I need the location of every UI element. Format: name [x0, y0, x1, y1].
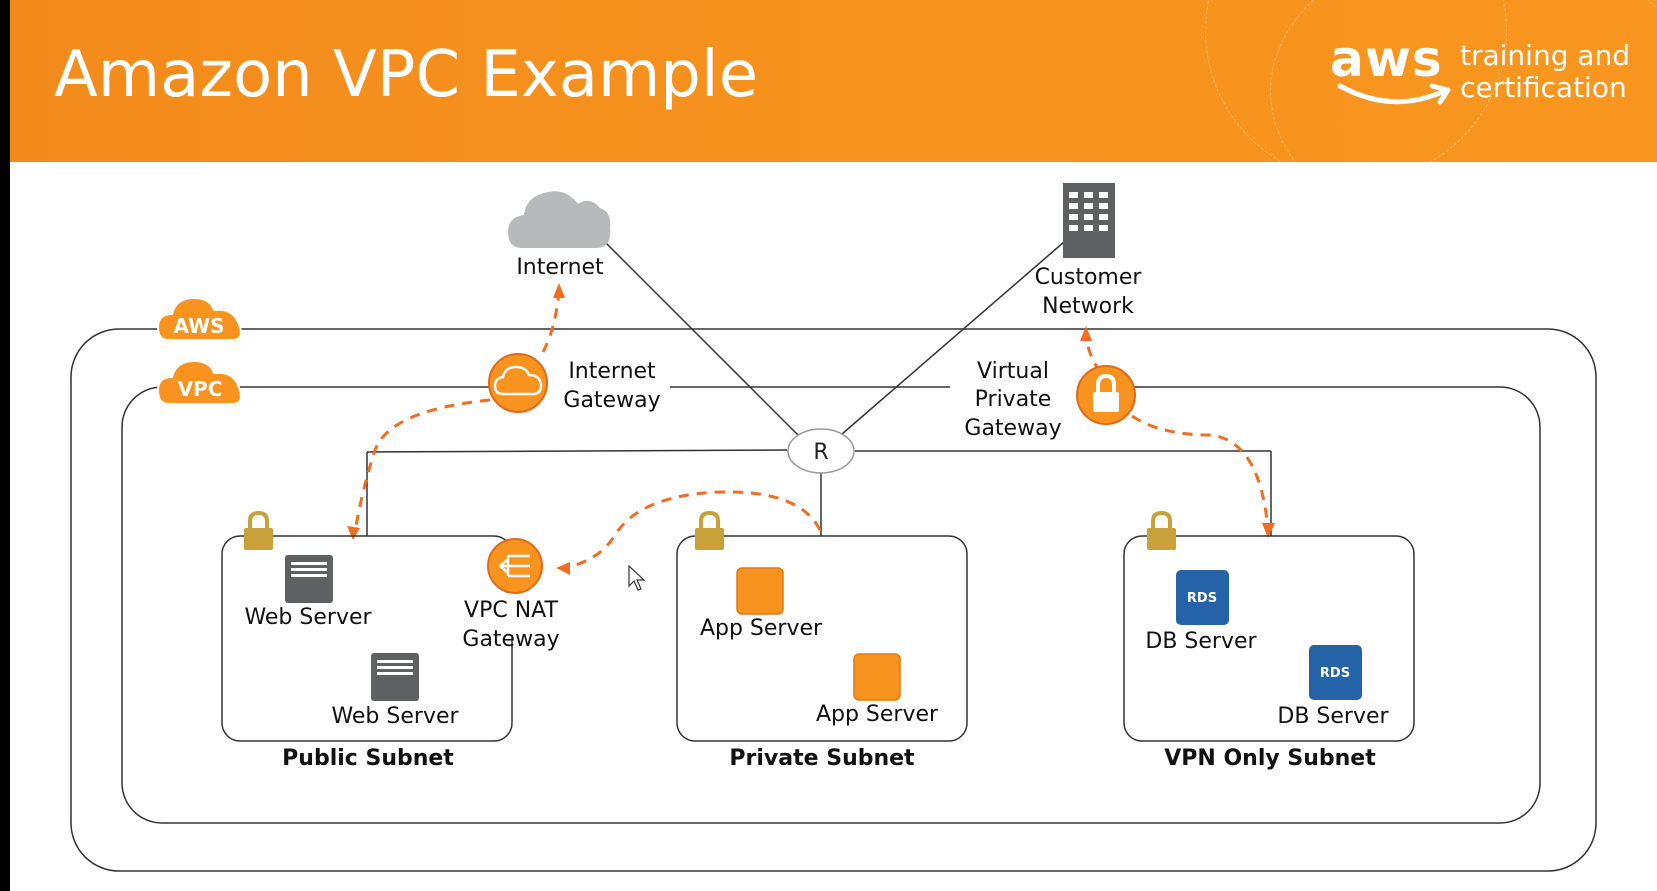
app-server-icon	[853, 653, 901, 701]
vpg-label-3: Gateway	[964, 416, 1061, 441]
flow-vpg-db	[1131, 414, 1270, 531]
internet-label: Internet	[516, 255, 604, 280]
slide-title: Amazon VPC Example	[54, 38, 759, 112]
vpc-badge-label: VPC	[178, 377, 223, 401]
rds-label-1: RDS	[1187, 591, 1217, 606]
public-subnet-label: Public Subnet	[282, 746, 454, 771]
internet-gateway-label-2: Gateway	[563, 388, 660, 413]
brand-tagline-line1: training and	[1460, 39, 1631, 72]
web-server-icon	[285, 555, 333, 603]
rds-label-2: RDS	[1320, 666, 1350, 681]
vpn-subnet-label: VPN Only Subnet	[1164, 746, 1376, 771]
brand-tagline-line2: certification	[1460, 71, 1627, 104]
nat-gateway-icon	[487, 538, 543, 594]
router-label: R	[813, 440, 828, 465]
private-subnet-label: Private Subnet	[729, 746, 915, 771]
aws-badge-label: AWS	[173, 314, 224, 338]
aws-cloud-boundary	[70, 328, 1597, 872]
building-icon	[1063, 183, 1115, 258]
arrow-to-nat	[556, 562, 570, 575]
vpg-label-2: Private	[975, 387, 1052, 412]
vpn-subnet-box	[1123, 535, 1415, 742]
flow-arrowheads	[347, 283, 1275, 575]
line-router-public	[366, 449, 788, 453]
aws-cloud-badge: AWS	[156, 296, 242, 341]
private-subnet-box	[676, 535, 968, 742]
internet-gateway-label-1: Internet	[568, 359, 656, 384]
app-server-label-2: App Server	[816, 702, 939, 727]
network-lines	[366, 241, 1272, 536]
arrow-to-customer	[1080, 326, 1092, 341]
web-server-icon	[371, 653, 419, 701]
aws-logo-text: aws	[1330, 30, 1443, 88]
customer-network-label-1: Customer	[1035, 265, 1143, 290]
router-node: R	[787, 428, 855, 474]
public-subnet-box	[221, 535, 513, 742]
customer-network-label-2: Network	[1042, 294, 1134, 319]
app-server-label-1: App Server	[700, 616, 823, 641]
vpg-label-1: Virtual	[977, 359, 1049, 384]
header-decor-arc	[1270, 0, 1657, 162]
internet-cloud-icon	[508, 191, 611, 248]
nat-gateway-label-1: VPC NAT	[464, 598, 558, 623]
lock-icon	[244, 510, 273, 550]
lock-icon	[695, 510, 724, 550]
flow-igw-internet	[541, 291, 561, 353]
line-customer-router	[841, 241, 1065, 435]
app-server-icon	[736, 567, 784, 615]
db-server-label-1: DB Server	[1145, 629, 1257, 654]
flow-igw-web	[353, 398, 491, 533]
nat-gateway-label-2: Gateway	[462, 627, 559, 652]
web-server-label-2: Web Server	[331, 704, 459, 729]
line-internet-router	[604, 241, 801, 438]
internet-gateway-icon	[488, 353, 548, 413]
flow-app-nat	[564, 490, 822, 570]
aws-smile-icon	[1337, 83, 1451, 105]
left-edge-bar	[0, 0, 10, 891]
lock-icon	[1147, 510, 1176, 550]
mouse-cursor-icon	[628, 564, 646, 591]
vpg-line-gap	[950, 370, 1080, 430]
slide-header: Amazon VPC Example aws training and cert…	[10, 0, 1657, 162]
vpn-gateway-lock-icon	[1076, 365, 1136, 425]
web-server-label-1: Web Server	[244, 605, 372, 630]
vpc-cloud-badge: VPC	[156, 359, 242, 405]
rds-icon: RDS	[1309, 645, 1362, 700]
db-server-label-2: DB Server	[1277, 704, 1389, 729]
arrow-to-internet	[553, 283, 565, 298]
arrow-to-web	[347, 526, 360, 540]
brand-tagline: training and certification	[1460, 40, 1630, 104]
rds-icon: RDS	[1176, 570, 1229, 625]
vpc-boundary	[121, 386, 1541, 824]
arrow-to-db	[1262, 523, 1275, 538]
